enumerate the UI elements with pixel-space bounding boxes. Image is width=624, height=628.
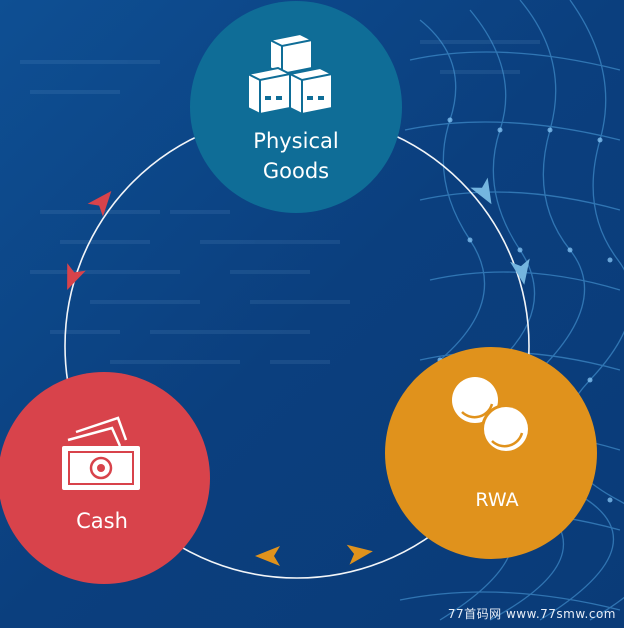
rwa-circle (385, 347, 597, 559)
arrow-cash-to-goods (87, 191, 112, 217)
cash-label: Cash (76, 509, 128, 533)
physical-goods-label-line2: Goods (263, 159, 329, 183)
arrow-goods-to-rwa-1 (470, 177, 492, 205)
arrow-cash-to-rwa (346, 544, 373, 565)
background-stripes (20, 40, 540, 364)
watermark-text: 77首码网 www.77smw.com (447, 607, 616, 621)
node-rwa: RWA (385, 347, 597, 559)
coins-icon (452, 377, 531, 454)
node-physical-goods: Physical Goods (190, 1, 402, 213)
node-cash: Cash (0, 372, 210, 584)
arrow-goods-to-cash (67, 263, 86, 291)
arrow-rwa-to-cash (255, 546, 280, 566)
stacked-boxes-icon (247, 32, 333, 116)
arrow-goods-to-rwa-2 (510, 258, 530, 285)
rwa-label: RWA (475, 489, 518, 511)
banknotes-icon (62, 416, 140, 490)
physical-goods-label-line1: Physical (253, 129, 338, 153)
